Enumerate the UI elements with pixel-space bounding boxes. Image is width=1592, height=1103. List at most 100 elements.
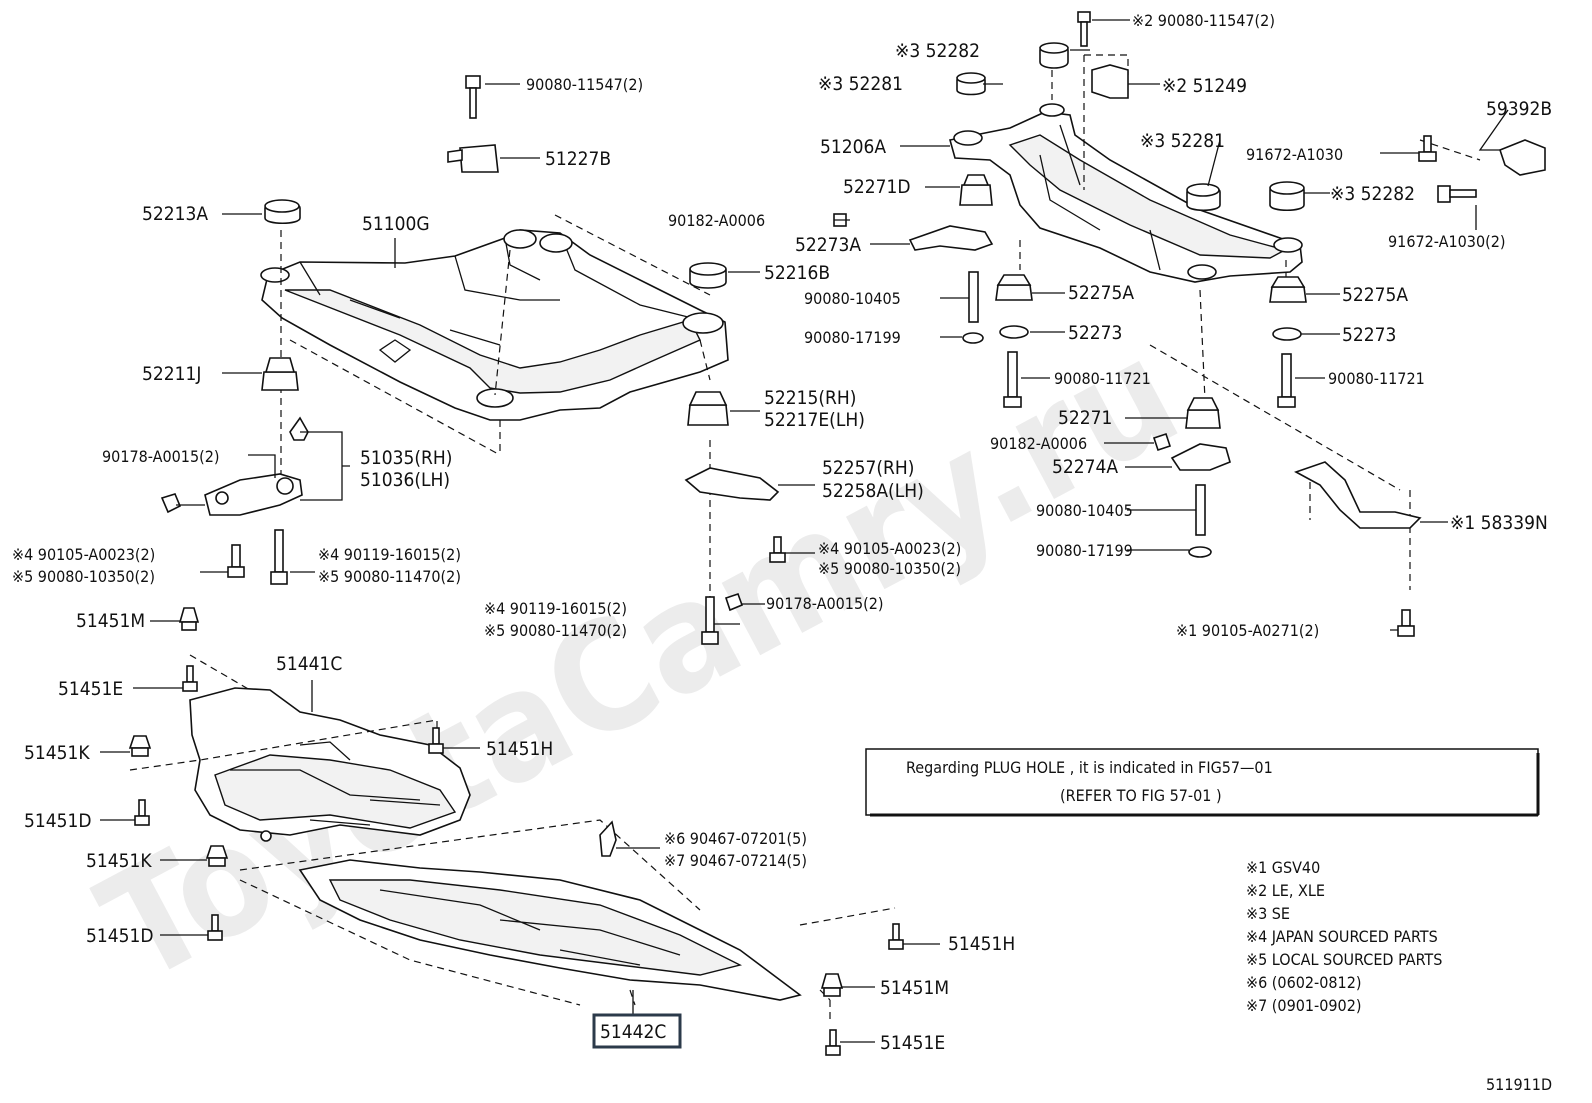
mount-52215-52217E[interactable] xyxy=(687,391,729,426)
bracket-51249[interactable] xyxy=(1091,64,1129,99)
bolt-91672-A1030[interactable] xyxy=(1418,135,1437,162)
bracket-52257-52258A[interactable] xyxy=(684,467,780,501)
part-labels: 90080-11547(2) 51227B 52213A 51100G 5221… xyxy=(12,11,1552,1054)
front-crossmember-51100G[interactable] xyxy=(260,229,729,421)
bracket-52274A[interactable] xyxy=(1170,443,1231,471)
label-90178-left: 90178-A0015(2) xyxy=(102,447,219,466)
label-51227B: 51227B xyxy=(545,148,611,170)
bushing-52281-top[interactable] xyxy=(956,72,986,96)
washer-52273-mid[interactable] xyxy=(999,325,1029,339)
label-51451E-top: 51451E xyxy=(58,678,123,700)
washer-90080-17199-low[interactable] xyxy=(1188,546,1212,558)
label-52282-top: ※3 52282 xyxy=(895,40,980,62)
label-52213A: 52213A xyxy=(142,203,208,225)
washer-90080-17199-top[interactable] xyxy=(962,332,984,344)
bolt-90119-center[interactable] xyxy=(701,596,719,645)
label-90080-11547-top: ※2 90080-11547(2) xyxy=(1132,11,1275,30)
screw-51451E-low[interactable] xyxy=(825,1029,841,1056)
legend-item-4: ※4 JAPAN SOURCED PARTS xyxy=(1246,927,1438,946)
screw-51451H-top[interactable] xyxy=(428,727,444,754)
note-line-1: Regarding PLUG HOLE , it is indicated in… xyxy=(906,758,1273,777)
legend: ※1 GSV40 ※2 LE, XLE ※3 SE ※4 JAPAN SOURC… xyxy=(1246,858,1442,1015)
label-90119-16015-left: ※4 90119-16015(2) xyxy=(318,545,461,564)
label-90105-A0023-right: ※4 90105-A0023(2) xyxy=(818,539,961,558)
mount-52271[interactable] xyxy=(1185,397,1221,429)
bolt-90080-11721-mid[interactable] xyxy=(1003,351,1022,408)
label-52211J: 52211J xyxy=(142,363,201,385)
leader-lines xyxy=(100,19,1509,1043)
legend-item-1: ※1 GSV40 xyxy=(1246,858,1320,877)
nut-90178-center[interactable] xyxy=(724,592,744,612)
label-90467-07214: ※7 90467-07214(5) xyxy=(664,851,807,870)
mount-52216B[interactable] xyxy=(689,262,727,289)
bushing-52281-mid[interactable] xyxy=(1186,183,1221,212)
clip-51451K-low[interactable] xyxy=(205,845,229,867)
label-90080-10350-left: ※5 90080-10350(2) xyxy=(12,567,155,586)
screw-51451D-top[interactable] xyxy=(134,799,150,826)
label-59392B: 59392B xyxy=(1486,98,1552,120)
label-51451K-low: 51451K xyxy=(86,850,152,872)
label-51451D-low: 51451D xyxy=(86,925,154,947)
label-90080-10350-right: ※5 90080-10350(2) xyxy=(818,559,961,578)
mount-52213A[interactable] xyxy=(264,199,301,225)
label-90119-16015-center: ※4 90119-16015(2) xyxy=(484,599,627,618)
label-90182-top: 90182-A0006 xyxy=(668,211,765,230)
nut-90182-low[interactable] xyxy=(1152,432,1172,452)
stud-90080-10405-low[interactable] xyxy=(1195,484,1206,536)
label-51451H-low: 51451H xyxy=(948,933,1015,955)
label-52273A: 52273A xyxy=(795,234,861,256)
label-51451H-top: 51451H xyxy=(486,738,553,760)
bracket-51035-51036[interactable] xyxy=(204,473,303,516)
label-52273-right: 52273 xyxy=(1342,324,1396,346)
label-90080-11547-left: 90080-11547(2) xyxy=(526,75,643,94)
brace-58339N[interactable] xyxy=(1294,461,1422,529)
screw-51451H-low[interactable] xyxy=(888,923,904,950)
label-52273-mid: 52273 xyxy=(1068,322,1122,344)
label-91672-A1030-2: 91672-A1030(2) xyxy=(1388,232,1505,251)
label-51441C: 51441C xyxy=(276,653,342,675)
clip-51451K-top[interactable] xyxy=(128,735,152,757)
label-90080-11721-right: 90080-11721 xyxy=(1328,369,1425,388)
mount-52275A-right[interactable] xyxy=(1269,276,1307,303)
bolt-90080-11547-left[interactable] xyxy=(465,75,481,119)
bolt-90105-right[interactable] xyxy=(769,536,786,563)
clip-51451M-top[interactable] xyxy=(178,607,200,631)
highlighted-part-51442C[interactable]: 51442C xyxy=(592,1013,682,1049)
clip-90467[interactable] xyxy=(599,820,617,857)
label-51206A: 51206A xyxy=(820,136,886,158)
rear-crossmember-51206A[interactable] xyxy=(948,103,1303,283)
stud-90080-10405-top[interactable] xyxy=(968,271,979,323)
bracket-52273A[interactable] xyxy=(908,225,994,251)
figure-code: 511911D xyxy=(1486,1075,1552,1094)
washer-52273-right[interactable] xyxy=(1272,327,1302,341)
engine-under-cover-51442C[interactable] xyxy=(298,859,802,1001)
label-51100G: 51100G xyxy=(362,213,430,235)
label-51451D-top: 51451D xyxy=(24,810,92,832)
clip-51451M-low[interactable] xyxy=(820,973,844,997)
bolt-90105-left[interactable] xyxy=(227,544,245,578)
label-52217E: 52217E(LH) xyxy=(764,409,865,431)
label-52258A: 52258A(LH) xyxy=(822,480,924,502)
bushing-52282-top[interactable] xyxy=(1039,42,1069,69)
bracket-59392B[interactable] xyxy=(1499,139,1546,176)
screw-51451E-top[interactable] xyxy=(182,665,198,692)
engine-under-cover-51441C[interactable] xyxy=(189,687,471,842)
bracket-51227B[interactable] xyxy=(447,144,499,173)
legend-item-7: ※7 (0901-0902) xyxy=(1246,996,1361,1015)
mount-52211J[interactable] xyxy=(261,357,299,391)
label-51249: ※2 51249 xyxy=(1162,75,1247,97)
clip-51035-top[interactable] xyxy=(289,416,309,441)
bolt-91672-A1030-2[interactable] xyxy=(1437,185,1477,203)
legend-item-5: ※5 LOCAL SOURCED PARTS xyxy=(1246,950,1442,969)
mount-52275A-mid[interactable] xyxy=(995,274,1033,301)
bolt-90119-left[interactable] xyxy=(270,529,288,585)
bolt-90080-11547-top[interactable] xyxy=(1077,11,1091,47)
nut-90178-left[interactable] xyxy=(160,493,182,514)
mount-52271D[interactable] xyxy=(959,174,993,206)
bushing-52282-mid[interactable] xyxy=(1269,181,1305,212)
bolt-90080-11721-right[interactable] xyxy=(1277,353,1296,408)
bolt-90105-A0271[interactable] xyxy=(1397,609,1415,637)
label-52274A: 52274A xyxy=(1052,456,1118,478)
